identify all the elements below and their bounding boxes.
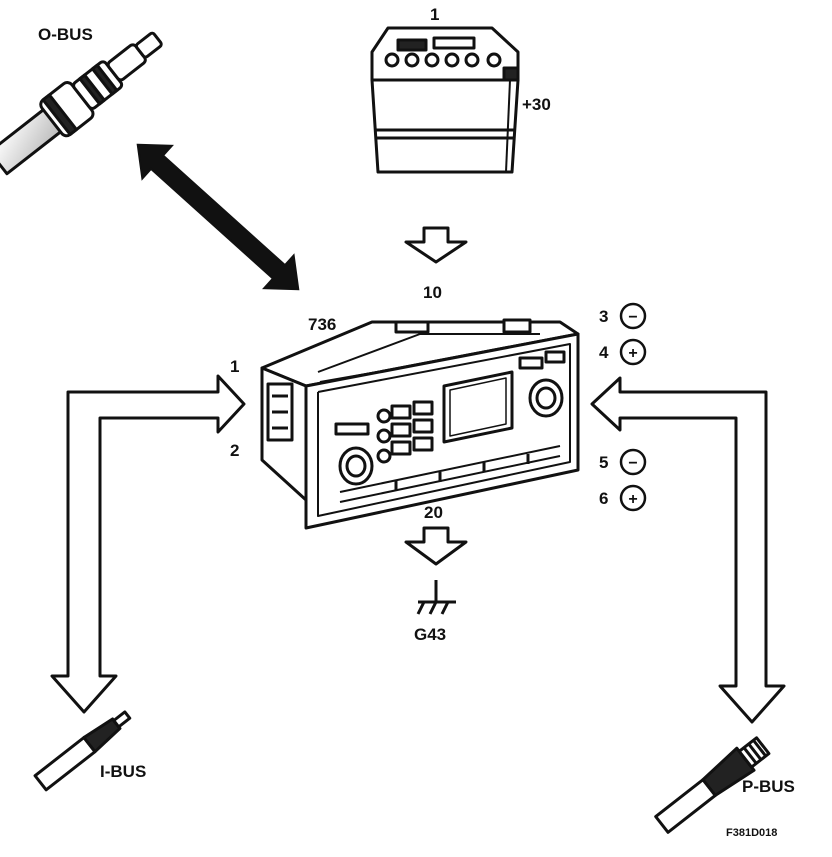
o-bus-connector-icon <box>0 31 163 176</box>
ground-down-arrow-icon <box>404 526 468 566</box>
control-unit-icon <box>260 318 580 530</box>
plus-circle-icon <box>619 338 647 366</box>
pin-5-label: 5 <box>599 453 608 472</box>
plus-circle-icon <box>619 484 647 512</box>
battery-terminal-label: +30 <box>522 95 551 114</box>
power-down-arrow-icon <box>404 226 468 264</box>
pin-6-polarity: + <box>628 491 637 508</box>
o-bus-label: O-BUS <box>38 25 93 44</box>
minus-circle-icon <box>619 448 647 476</box>
o-bus-double-arrow-icon <box>136 143 300 291</box>
pin-2-label: 2 <box>230 441 239 460</box>
minus-circle-icon <box>619 302 647 330</box>
pin-4-polarity: + <box>628 345 637 362</box>
figure-code-label: F381D018 <box>726 827 777 839</box>
battery-icon <box>370 26 520 174</box>
p-bus-label: P-BUS <box>742 777 795 796</box>
ground-label: G43 <box>414 625 446 644</box>
battery-number-label: 1 <box>430 5 439 24</box>
pin-5-polarity: − <box>628 455 637 472</box>
i-bus-cable-icon <box>33 710 132 792</box>
p-bus-path-arrow-icon <box>590 376 786 724</box>
pin-6-label: 6 <box>599 489 608 508</box>
pin-4-label: 4 <box>599 343 609 362</box>
pin-3-polarity: − <box>628 309 637 326</box>
i-bus-label: I-BUS <box>100 762 146 781</box>
p-bus-cable-icon <box>654 736 771 834</box>
pin-3-label: 3 <box>599 307 608 326</box>
ground-symbol-icon <box>416 580 456 615</box>
pin-1-label: 1 <box>230 357 239 376</box>
unit-number-label: 736 <box>308 315 336 334</box>
pin-20-label: 20 <box>424 503 443 522</box>
pin-10-label: 10 <box>423 283 442 302</box>
i-bus-path-arrow-icon <box>50 374 246 714</box>
